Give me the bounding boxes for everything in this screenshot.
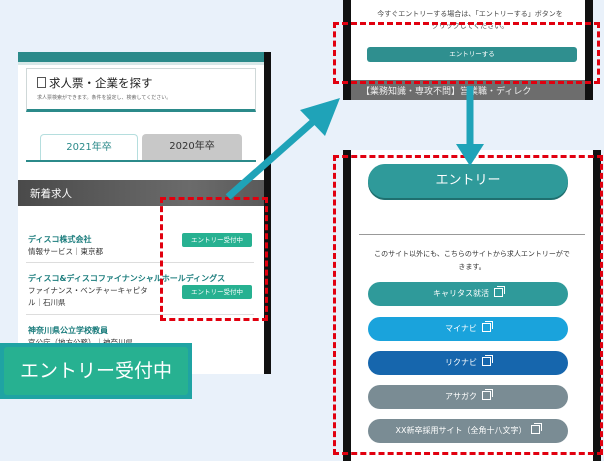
site-button-rikunabi[interactable]: リクナビ bbox=[368, 351, 568, 375]
external-link-icon bbox=[531, 423, 543, 434]
listing-meta-1: 情報サービス｜東京都 bbox=[28, 247, 103, 256]
listing-company-3[interactable]: 神奈川県公立学校教員 bbox=[28, 326, 108, 335]
site-button-caritas[interactable]: キャリタス就活 bbox=[368, 282, 568, 306]
new-listings-header: 新着求人 bbox=[18, 180, 264, 206]
external-link-icon bbox=[482, 355, 493, 366]
tab-2021[interactable]: 2021年卒 bbox=[40, 134, 138, 161]
search-subtitle: 求人票検索ができます。条件を設定し、検索してください。 bbox=[37, 95, 172, 101]
site-button-asagaku[interactable]: アサガク bbox=[368, 385, 568, 409]
entry-page-bottom-snippet: エントリー このサイト以外にも、こちらのサイトから求人エントリーがで きます。 … bbox=[343, 150, 601, 461]
entry-button[interactable]: エントリー bbox=[368, 164, 568, 198]
entry-instruction-line2: クリックしてください。 bbox=[431, 22, 509, 30]
entry-open-badge-2[interactable]: エントリー受付中 bbox=[182, 285, 252, 299]
header-bar bbox=[18, 52, 264, 62]
external-link-icon bbox=[481, 321, 493, 332]
arrow-head-diagonal bbox=[300, 98, 340, 136]
entry-open-callout: エントリー受付中 bbox=[0, 343, 192, 399]
other-sites-info-line2: きます。 bbox=[458, 263, 486, 271]
entry-open-badge-1[interactable]: エントリー受付中 bbox=[182, 233, 252, 247]
document-icon bbox=[37, 77, 46, 88]
other-sites-info: このサイト以外にも、こちらのサイトから求人エントリーがで きます。 bbox=[359, 248, 585, 274]
site-label: リクナビ bbox=[445, 358, 477, 367]
listing-divider bbox=[26, 314, 254, 315]
listing-meta-2a: ファイナンス・ベンチャーキャピタ bbox=[28, 286, 148, 295]
entry-open-callout-label: エントリー受付中 bbox=[4, 347, 188, 395]
entry-instruction: 今すぐエントリーする場合は、「エントリーする」ボタンを クリックしてください。 bbox=[357, 8, 583, 32]
listing-divider bbox=[26, 262, 254, 263]
highlight-entry-button bbox=[333, 22, 600, 84]
listing-meta-2b: ル｜石川県 bbox=[28, 298, 66, 307]
job-search-panel[interactable]: 求人票・企業を探す 求人票検索ができます。条件を設定し、検索してください。 bbox=[26, 68, 256, 112]
site-label: マイナビ bbox=[445, 324, 477, 333]
external-link-icon bbox=[482, 389, 493, 400]
listing-company-1[interactable]: ディスコ株式会社 bbox=[28, 235, 92, 244]
arrow-head-down bbox=[456, 144, 484, 166]
external-link-icon bbox=[494, 286, 505, 297]
listing-meta-3: 官公庁（地方公務）｜神奈川県 bbox=[28, 337, 133, 348]
site-label: キャリタス就活 bbox=[433, 289, 489, 298]
tab-2020[interactable]: 2020年卒 bbox=[142, 134, 242, 160]
site-label: アサガク bbox=[445, 392, 477, 401]
tab-underline bbox=[26, 160, 256, 162]
arrow-shaft-diagonal bbox=[225, 117, 318, 200]
other-sites-info-line1: このサイト以外にも、こちらのサイトから求人エントリーがで bbox=[374, 250, 570, 258]
search-title: 求人票・企業を探す bbox=[37, 75, 153, 91]
site-button-mynavi[interactable]: マイナビ bbox=[368, 317, 568, 341]
highlight-entry-badges bbox=[160, 197, 268, 321]
job-title-text: 【業務知識・専攻不問】営業職・ディレク bbox=[361, 87, 532, 97]
entry-instruction-line1: 今すぐエントリーする場合は、「エントリーする」ボタンを bbox=[377, 10, 563, 18]
header-underline bbox=[18, 62, 264, 65]
left-phone-screen: 求人票・企業を探す 求人票検索ができます。条件を設定し、検索してください。 20… bbox=[18, 52, 271, 374]
site-button-custom[interactable]: XX新卒採用サイト（全角十八文字） bbox=[368, 419, 568, 443]
new-listings-title: 新着求人 bbox=[30, 188, 72, 200]
section-divider bbox=[359, 234, 585, 235]
site-label: XX新卒採用サイト（全角十八文字） bbox=[395, 426, 527, 435]
listing-company-2[interactable]: ディスコ&ディスコファイナンシャルホールディングス bbox=[28, 274, 226, 283]
entry-submit-button-top[interactable]: エントリーする bbox=[367, 47, 577, 62]
